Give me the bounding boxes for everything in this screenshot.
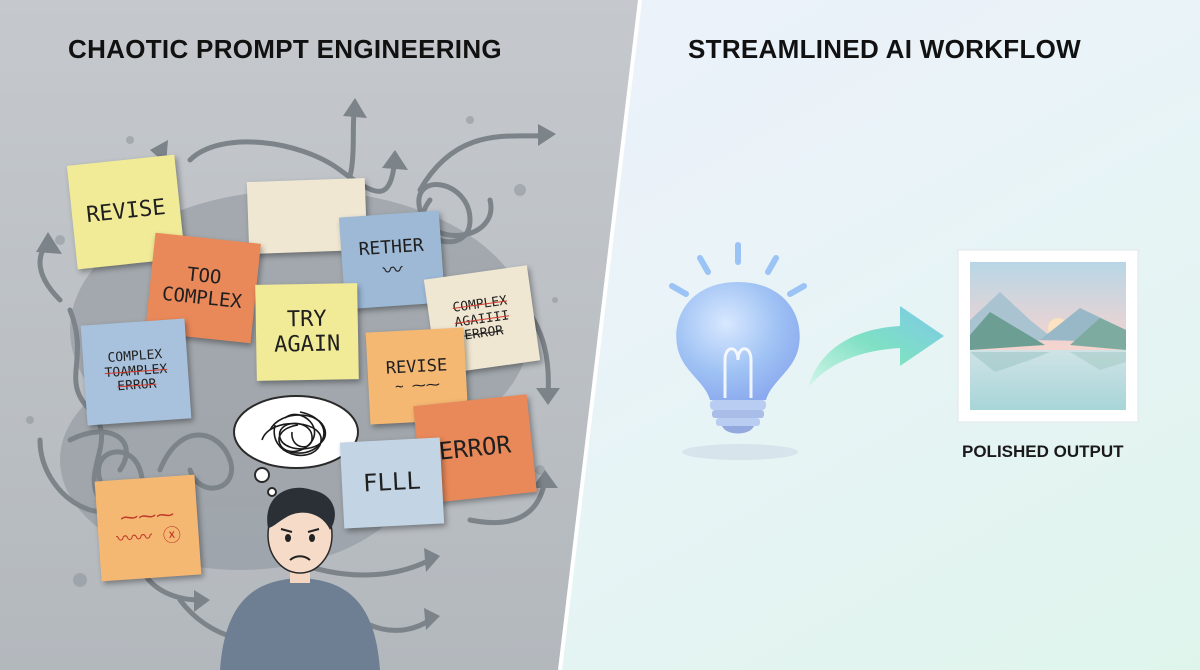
note-scribble: 〰 [381, 257, 404, 283]
note-text: ERROR [116, 377, 158, 395]
left-panel-title: CHAOTIC PROMPT ENGINEERING [68, 34, 502, 64]
note-scribble: 〰〰 ⓧ [115, 524, 182, 551]
note-text: REVISE [85, 195, 167, 229]
lightbulb-icon [669, 242, 807, 460]
sticky-note-flll: FLLL [339, 437, 445, 529]
landscape-image-icon [957, 249, 1139, 423]
stressed-person-icon [220, 487, 380, 670]
tangled-thought-bubble-icon [233, 395, 359, 497]
note-text: AGAIN [273, 331, 341, 358]
polished-output-label: POLISHED OUTPUT [962, 442, 1124, 461]
note-text: ERROR [463, 323, 505, 344]
note-text: ERROR [437, 430, 513, 466]
curved-arrow-icon [808, 306, 944, 388]
note-scribble: ~ ⁓⁓ [394, 376, 441, 395]
sticky-note-complex-left: COMPLEX TOAMPLEX ERROR [80, 318, 192, 426]
right-panel-title: STREAMLINED AI WORKFLOW [688, 34, 1082, 64]
sticky-note-scribbled: ⁓⁓⁓ 〰〰 ⓧ [94, 474, 202, 582]
note-text: FLLL [362, 466, 422, 498]
note-text: COMPLEX [160, 282, 243, 314]
sticky-note-try-again: TRY AGAIN [255, 283, 359, 381]
note-text: TRY [286, 306, 327, 333]
